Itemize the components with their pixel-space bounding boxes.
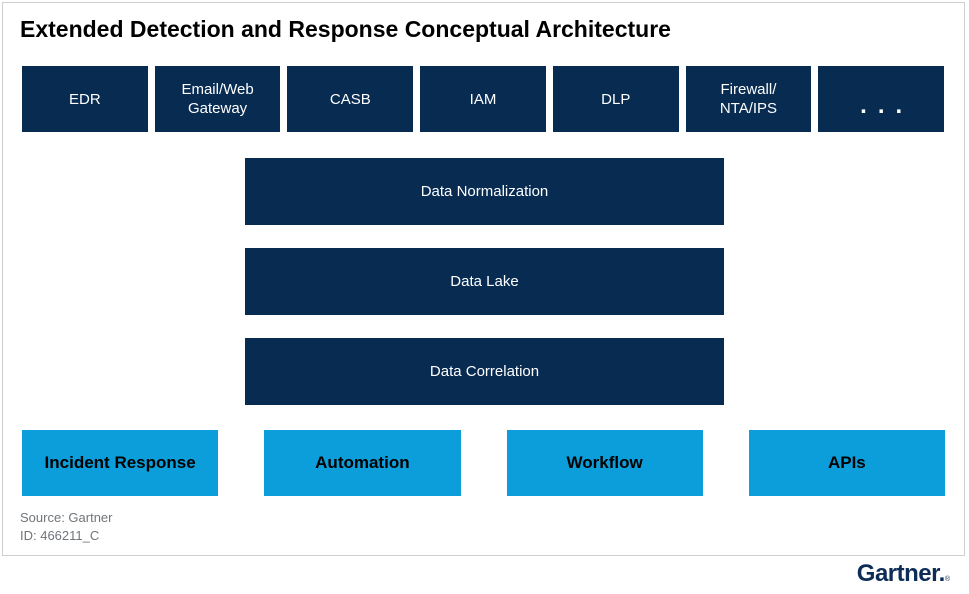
- id-label: ID: 466211_C: [20, 528, 100, 543]
- output-box-workflow: Workflow: [506, 430, 703, 496]
- source-box-ellipsis: ...: [818, 66, 945, 132]
- pipeline-box-data-lake: Data Lake: [245, 248, 724, 315]
- source-box-email-web-gateway-label: Email/Web Gateway: [181, 81, 254, 117]
- output-box-workflow-label: Workflow: [566, 453, 643, 472]
- source-box-casb: CASB: [287, 66, 414, 132]
- registered-trademark-icon: ®: [944, 576, 950, 583]
- pipeline-box-data-lake-label: Data Lake: [450, 273, 519, 290]
- gartner-logo: Gartner.®: [857, 560, 950, 588]
- pipeline-box-data-correlation: Data Correlation: [245, 338, 724, 405]
- pipeline-box-data-correlation-label: Data Correlation: [429, 363, 540, 380]
- pipeline-box-data-normalization: Data Normalization: [245, 158, 724, 225]
- outputs-row: Incident Response Automation Workflow AP…: [22, 430, 945, 496]
- source-box-dlp: DLP: [552, 66, 679, 132]
- source-box-iam-label: IAM: [469, 90, 497, 108]
- source-box-edr: EDR: [22, 66, 148, 132]
- output-box-incident-response: Incident Response: [22, 430, 219, 496]
- source-label: Source: Gartner: [20, 510, 113, 525]
- output-box-incident-response-label: Incident Response: [44, 453, 196, 472]
- source-box-firewall-nta-ips: Firewall/ NTA/IPS: [685, 66, 812, 132]
- output-box-apis-label: APIs: [827, 453, 866, 472]
- source-box-dlp-label: DLP: [601, 90, 631, 108]
- gartner-logo-text: Gartner.: [856, 560, 946, 587]
- sources-row: EDR Email/Web Gateway CASB IAM DLP Firew…: [22, 66, 945, 132]
- output-box-automation-label: Automation: [315, 453, 410, 472]
- footnote: Source: Gartner ID: 466211_C: [20, 509, 113, 545]
- source-box-iam: IAM: [420, 66, 546, 132]
- source-box-firewall-nta-ips-label: Firewall/ NTA/IPS: [719, 81, 778, 117]
- source-box-casb-label: CASB: [329, 90, 371, 108]
- pipeline-box-data-normalization-label: Data Normalization: [420, 183, 549, 200]
- source-box-email-web-gateway: Email/Web Gateway: [154, 66, 281, 132]
- output-box-apis: APIs: [748, 430, 945, 496]
- page-title: Extended Detection and Response Conceptu…: [20, 16, 671, 42]
- ellipsis-label: ...: [860, 92, 914, 119]
- source-box-edr-label: EDR: [69, 90, 101, 108]
- output-box-automation: Automation: [264, 430, 461, 496]
